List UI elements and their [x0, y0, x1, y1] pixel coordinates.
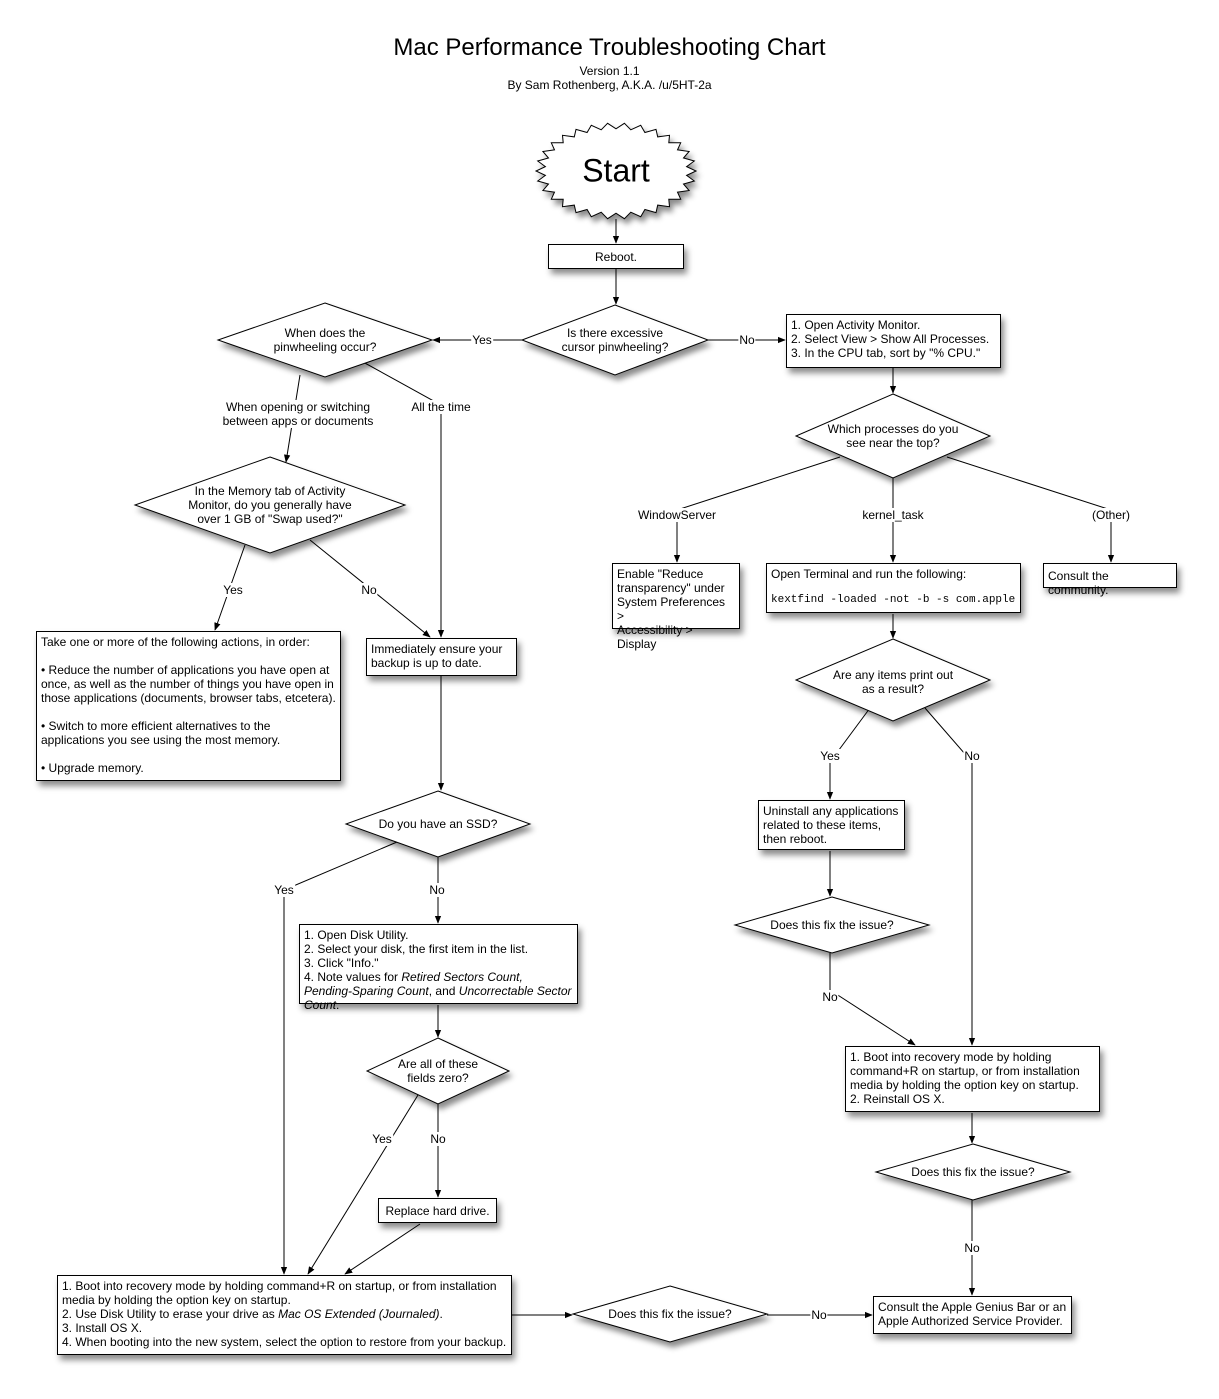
edge-label-no: No	[738, 333, 756, 347]
community-box: Consult the community.	[1043, 563, 1177, 597]
erase-steps-italic: Mac OS Extended (Journaled)	[278, 1307, 440, 1321]
edge-label-no: No	[428, 883, 446, 897]
disk-steps-text-3: .	[336, 998, 340, 1012]
edge-label-no: No	[810, 1308, 828, 1322]
edge-label-yes: Yes	[819, 749, 841, 763]
decision-fix2-text: Does this fix the issue?	[911, 1165, 1035, 1179]
decision-pinwheel-shape	[520, 304, 710, 376]
uninstall-box: Uninstall any applications related to th…	[758, 800, 905, 850]
edge-label-other: (Other)	[1090, 508, 1132, 522]
erase-reinstall-steps-box: 1. Boot into recovery mode by holding co…	[57, 1275, 512, 1355]
decision-fix1-shape	[733, 896, 931, 954]
reboot-box: Reboot.	[548, 244, 684, 269]
terminal-intro-text: Open Terminal and run the following:	[771, 567, 967, 581]
decision-ssd-text: Do you have an SSD?	[378, 817, 498, 831]
backup-box: Immediately ensure your backup is up to …	[366, 638, 517, 676]
edge-label-no: No	[963, 1241, 981, 1255]
decision-pinwheel-text: Is there excessive cursor pinwheeling?	[561, 326, 669, 354]
connector-arrow	[829, 953, 916, 1046]
decision-processes-text: Which processes do you see near the top?	[827, 422, 959, 450]
activity-monitor-steps-box: 1. Open Activity Monitor. 2. Select View…	[786, 314, 1001, 368]
decision-processes-shape	[794, 393, 992, 479]
decision-fix2-shape	[874, 1143, 1072, 1201]
edge-label-yes: Yes	[273, 883, 295, 897]
erase-steps-text: 1. Boot into recovery mode by holding co…	[62, 1279, 497, 1321]
edge-label-windowserver: WindowServer	[636, 508, 718, 522]
edge-label-no: No	[360, 583, 378, 597]
disk-steps-italic-2: Uncorrectable Sector Count	[304, 984, 572, 1012]
terminal-box: Open Terminal and run the following: kex…	[766, 563, 1021, 613]
decision-items-text: Are any items print out as a result?	[832, 668, 954, 696]
reinstall-steps-box: 1. Boot into recovery mode by holding co…	[845, 1046, 1100, 1112]
decision-fix1-text: Does this fix the issue?	[770, 918, 894, 932]
edge-label-no: No	[821, 990, 839, 1004]
chart-version: Version 1.1	[579, 64, 640, 78]
decision-fix3-shape	[571, 1285, 769, 1343]
decision-ssd-shape	[344, 790, 532, 858]
decision-fix3-text: Does this fix the issue?	[608, 1307, 732, 1321]
memory-actions-box: Take one or more of the following action…	[36, 631, 341, 781]
disk-utility-steps-box: 1. Open Disk Utility. 2. Select your dis…	[299, 924, 578, 1012]
decision-swap-shape	[133, 456, 407, 554]
terminal-command[interactable]: kextfind -loaded -not -b -s com.apple	[771, 594, 1016, 606]
connector-arrow	[344, 1223, 421, 1275]
decision-zero-text: Are all of these fields zero?	[397, 1057, 479, 1085]
start-burst-shape	[534, 122, 698, 220]
disk-steps-text: 1. Open Disk Utility. 2. Select your dis…	[304, 928, 529, 984]
edge-label-no: No	[429, 1132, 447, 1146]
edge-label-yes: Yes	[471, 333, 493, 347]
chart-author: By Sam Rothenberg, A.K.A. /u/5HT-2a	[507, 78, 712, 92]
decision-zero-shape	[365, 1037, 511, 1105]
disk-steps-italic-1: Retired Sectors Count, Pending-Sparing C…	[304, 970, 523, 998]
chart-title: Mac Performance Troubleshooting Chart	[393, 34, 826, 61]
edge-label-all-time: All the time	[410, 400, 472, 414]
decision-when-text: When does the pinwheeling occur?	[273, 326, 377, 354]
start-label: Start	[582, 152, 650, 189]
replace-drive-box: Replace hard drive.	[378, 1198, 497, 1223]
decision-items-shape	[794, 638, 992, 722]
disk-steps-text-2: , and	[428, 984, 459, 998]
erase-steps-text-2: . 3. Install OS X. 4. When booting into …	[62, 1307, 507, 1349]
connector-arrow	[307, 1094, 419, 1275]
edge-label-yes: Yes	[371, 1132, 393, 1146]
connector-arrow	[946, 456, 1115, 563]
edge-label-kernel-task: kernel_task	[861, 508, 925, 522]
edge-label-no: No	[963, 749, 981, 763]
edge-label-yes: Yes	[222, 583, 244, 597]
decision-swap-text: In the Memory tab of Activity Monitor, d…	[188, 484, 352, 526]
decision-when-shape	[216, 302, 434, 378]
edge-label-opening-switching: When opening or switching between apps o…	[221, 400, 375, 428]
genius-bar-box: Consult the Apple Genius Bar or an Apple…	[873, 1296, 1072, 1334]
reduce-transparency-box: Enable "Reduce transparency" under Syste…	[612, 563, 740, 651]
